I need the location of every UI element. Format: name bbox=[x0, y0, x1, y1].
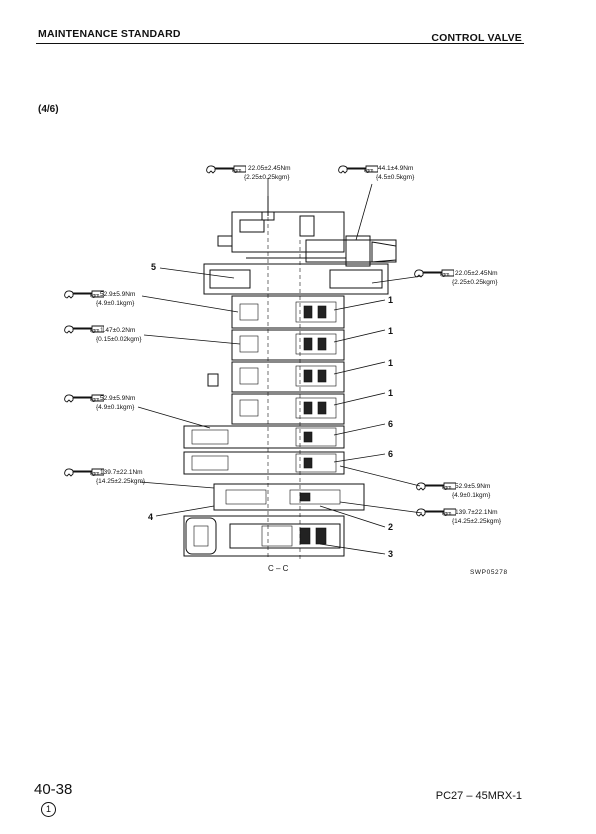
callout-1: 1 bbox=[388, 326, 393, 336]
torque-value: 22.05±2.45Nm bbox=[248, 165, 291, 172]
wrench-tag: kgm bbox=[90, 328, 99, 334]
torque-value: 52.9±5.9Nm bbox=[100, 395, 135, 402]
torque-value: 139.7±22.1Nm bbox=[455, 509, 498, 516]
callout-6: 6 bbox=[388, 419, 393, 429]
torque-spec-7: kgm 139.7±22.1Nm {14.25±2.25kgm} bbox=[64, 468, 146, 485]
callout-1: 1 bbox=[388, 358, 393, 368]
torque-value: 139.7±22.1Nm bbox=[100, 469, 143, 476]
torque-value-kgm: {0.15±0.02kgm} bbox=[96, 336, 142, 343]
header-title-right: CONTROL VALVE bbox=[431, 32, 522, 44]
centerline bbox=[267, 196, 301, 560]
callout-1: 1 bbox=[388, 388, 393, 398]
torque-spec-1: kgm 22.05±2.45Nm {2.25±0.25kgm} bbox=[206, 165, 291, 181]
torque-value-kgm: {4.9±0.1kgm} bbox=[452, 492, 491, 499]
torque-spec-8: kgm 52.9±5.9Nm {4.9±0.1kgm} bbox=[416, 482, 491, 499]
callout-3: 3 bbox=[388, 549, 393, 559]
wrench-tag: kgm bbox=[442, 485, 451, 491]
torque-spec-2: kgm 44.1±4.9Nm {4.5±0.5kgm} bbox=[338, 165, 415, 181]
callout-1: 1 bbox=[388, 295, 393, 305]
wrench-tag: kgm bbox=[440, 272, 449, 278]
wrench-tag: kgm bbox=[90, 397, 99, 403]
torque-value-kgm: {2.25±0.25kgm} bbox=[452, 279, 498, 286]
wrench-tag: kgm bbox=[442, 511, 451, 517]
spool-details bbox=[191, 301, 341, 547]
page-number: 40-38 bbox=[34, 781, 73, 798]
torque-spec-3: kgm 22.05±2.45Nm {2.25±0.25kgm} bbox=[414, 269, 498, 286]
torque-value-kgm: {4.5±0.5kgm} bbox=[376, 174, 415, 181]
wrench-tag: kgm bbox=[232, 168, 241, 174]
torque-value: 22.05±2.45Nm bbox=[455, 270, 498, 277]
torque-value-kgm: {14.25±2.25kgm} bbox=[96, 478, 146, 485]
torque-value-kgm: {4.9±0.1kgm} bbox=[96, 300, 135, 307]
model-number: PC27 – 45MRX-1 bbox=[435, 790, 522, 802]
torque-value: 52.9±5.9Nm bbox=[455, 483, 490, 490]
torque-value: 44.1±4.9Nm bbox=[378, 165, 413, 172]
torque-value-kgm: {4.9±0.1kgm} bbox=[96, 404, 135, 411]
callout-6: 6 bbox=[388, 449, 393, 459]
callout-5: 5 bbox=[151, 262, 156, 272]
revision-mark: 1 bbox=[41, 802, 56, 817]
wrench-tag: kgm bbox=[90, 293, 99, 299]
callout-2: 2 bbox=[388, 522, 393, 532]
section-label: (4/6) bbox=[38, 104, 59, 115]
torque-value-kgm: {2.25±0.25kgm} bbox=[244, 174, 290, 181]
torque-spec-4: kgm 52.9±5.9Nm {4.9±0.1kgm} bbox=[64, 290, 135, 307]
header-rule bbox=[36, 43, 524, 44]
section-caption: C – C bbox=[268, 564, 289, 573]
torque-value: 1.47±0.2Nm bbox=[100, 327, 135, 334]
valve-body bbox=[183, 196, 397, 557]
torque-spec-9: kgm 139.7±22.1Nm {14.25±2.25kgm} bbox=[416, 508, 502, 525]
wrench-tag: kgm bbox=[364, 168, 373, 174]
callout-4: 4 bbox=[148, 512, 153, 522]
torque-value-kgm: {14.25±2.25kgm} bbox=[452, 518, 502, 525]
leader-lines bbox=[137, 178, 423, 555]
figure-code: SWP05278 bbox=[470, 569, 508, 576]
torque-spec-6: kgm 52.9±5.9Nm {4.9±0.1kgm} bbox=[64, 394, 135, 411]
torque-value: 52.9±5.9Nm bbox=[100, 291, 135, 298]
header-title-left: MAINTENANCE STANDARD bbox=[38, 28, 181, 40]
torque-spec-5: kgm 1.47±0.2Nm {0.15±0.02kgm} bbox=[64, 325, 142, 343]
wrench-tag: kgm bbox=[90, 471, 99, 477]
